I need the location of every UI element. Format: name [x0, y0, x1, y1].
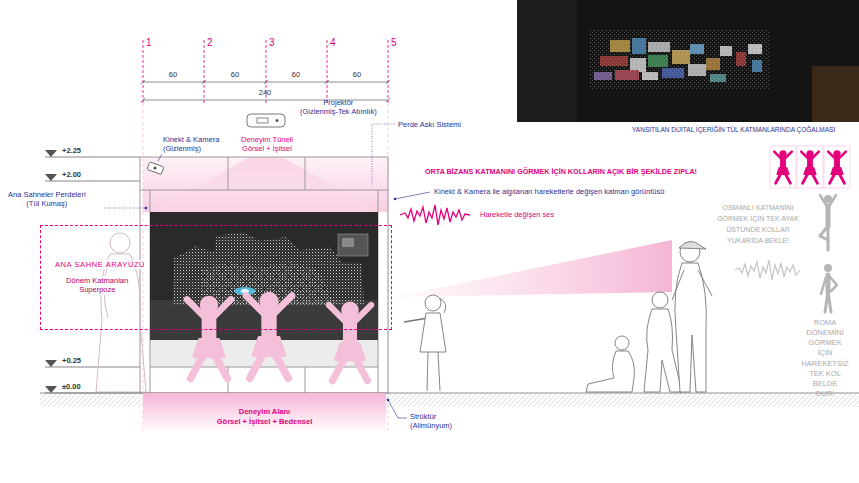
photo-caption: YANSITILAN DİJİTAL İÇERİĞİN TÜL KATMANLA…: [632, 126, 835, 134]
dimension: 240: [259, 88, 272, 97]
node-text: Deneyim Tüneli Görsel + İşitsel: [222, 135, 312, 154]
node-text: ANA SAHNE ARAYÜZÜ: [54, 260, 146, 269]
level-mark: +2.00: [62, 170, 81, 179]
sound-wave: [400, 205, 470, 225]
callout-label: Hareketle değişen ses: [480, 210, 554, 219]
projection-photo: [517, 0, 859, 122]
callout-label: Perde Askı Sistemi: [398, 120, 461, 129]
axis-number: 5: [391, 37, 397, 50]
grid-axes: [143, 40, 388, 104]
experience-area-band: Deneyim AlanıGörsel + İşitsel + Bedensel: [143, 393, 386, 433]
dimension: 60: [231, 70, 239, 79]
axis-number: 2: [207, 37, 213, 50]
callout-label: Ana Sahneler Perdeleri (Tül Kumaş): [8, 190, 86, 209]
level-mark: +2.25: [62, 146, 81, 155]
interface-zone: ANA SAHNE ARAYÜZÜ Dönem Katmanları Superp…: [40, 225, 392, 330]
node-text: Dönem Katmanları Superpoze: [65, 276, 130, 295]
projector-symbol: [247, 114, 285, 127]
visitor-woman: [96, 233, 146, 392]
node-text: Deneyim Alanı: [143, 407, 386, 416]
node-text: Görsel + İşitsel + Bedensel: [143, 417, 386, 426]
callout-label: Kinekt & Kamera ile algılanan hareketler…: [434, 187, 664, 196]
instruction-note: ORTA BİZANS KATMANINI GÖRMEK İÇİN KOLLAR…: [425, 167, 697, 176]
instruction-note: OSMANLI KATMANINI GÖRMEK İÇİN TEK AYAK Ü…: [717, 203, 799, 246]
family-figures: [586, 241, 712, 392]
dimension: 60: [292, 70, 300, 79]
axis-number: 1: [146, 37, 152, 50]
kinect-camera: [147, 162, 164, 175]
leader-lines: [104, 124, 430, 418]
dimension: 60: [169, 70, 177, 79]
aluminium-frame: [140, 157, 388, 393]
level-mark: +0.25: [62, 356, 81, 365]
level-mark: ±0.00: [62, 382, 81, 391]
callout-label: Kinekt & Kamera (Gizlenmiş): [163, 135, 219, 154]
axis-number: 3: [269, 37, 275, 50]
dimension: 60: [353, 70, 361, 79]
tunnel-heading: Deneyim Tüneli Görsel + İşitsel: [222, 135, 312, 156]
callout-label: Strüktür (Alimünyum): [410, 412, 452, 431]
girl-pointing: [404, 295, 446, 391]
instruction-note: ROMA DÖNEMİNİ GÖRMEK İÇİN HAREKETSİZ TEK…: [801, 318, 848, 399]
axis-number: 4: [330, 37, 336, 50]
callout-label: Projektör (Gizlenmiş-Tek Atımlık): [300, 98, 377, 117]
jumping-children: [187, 292, 371, 381]
